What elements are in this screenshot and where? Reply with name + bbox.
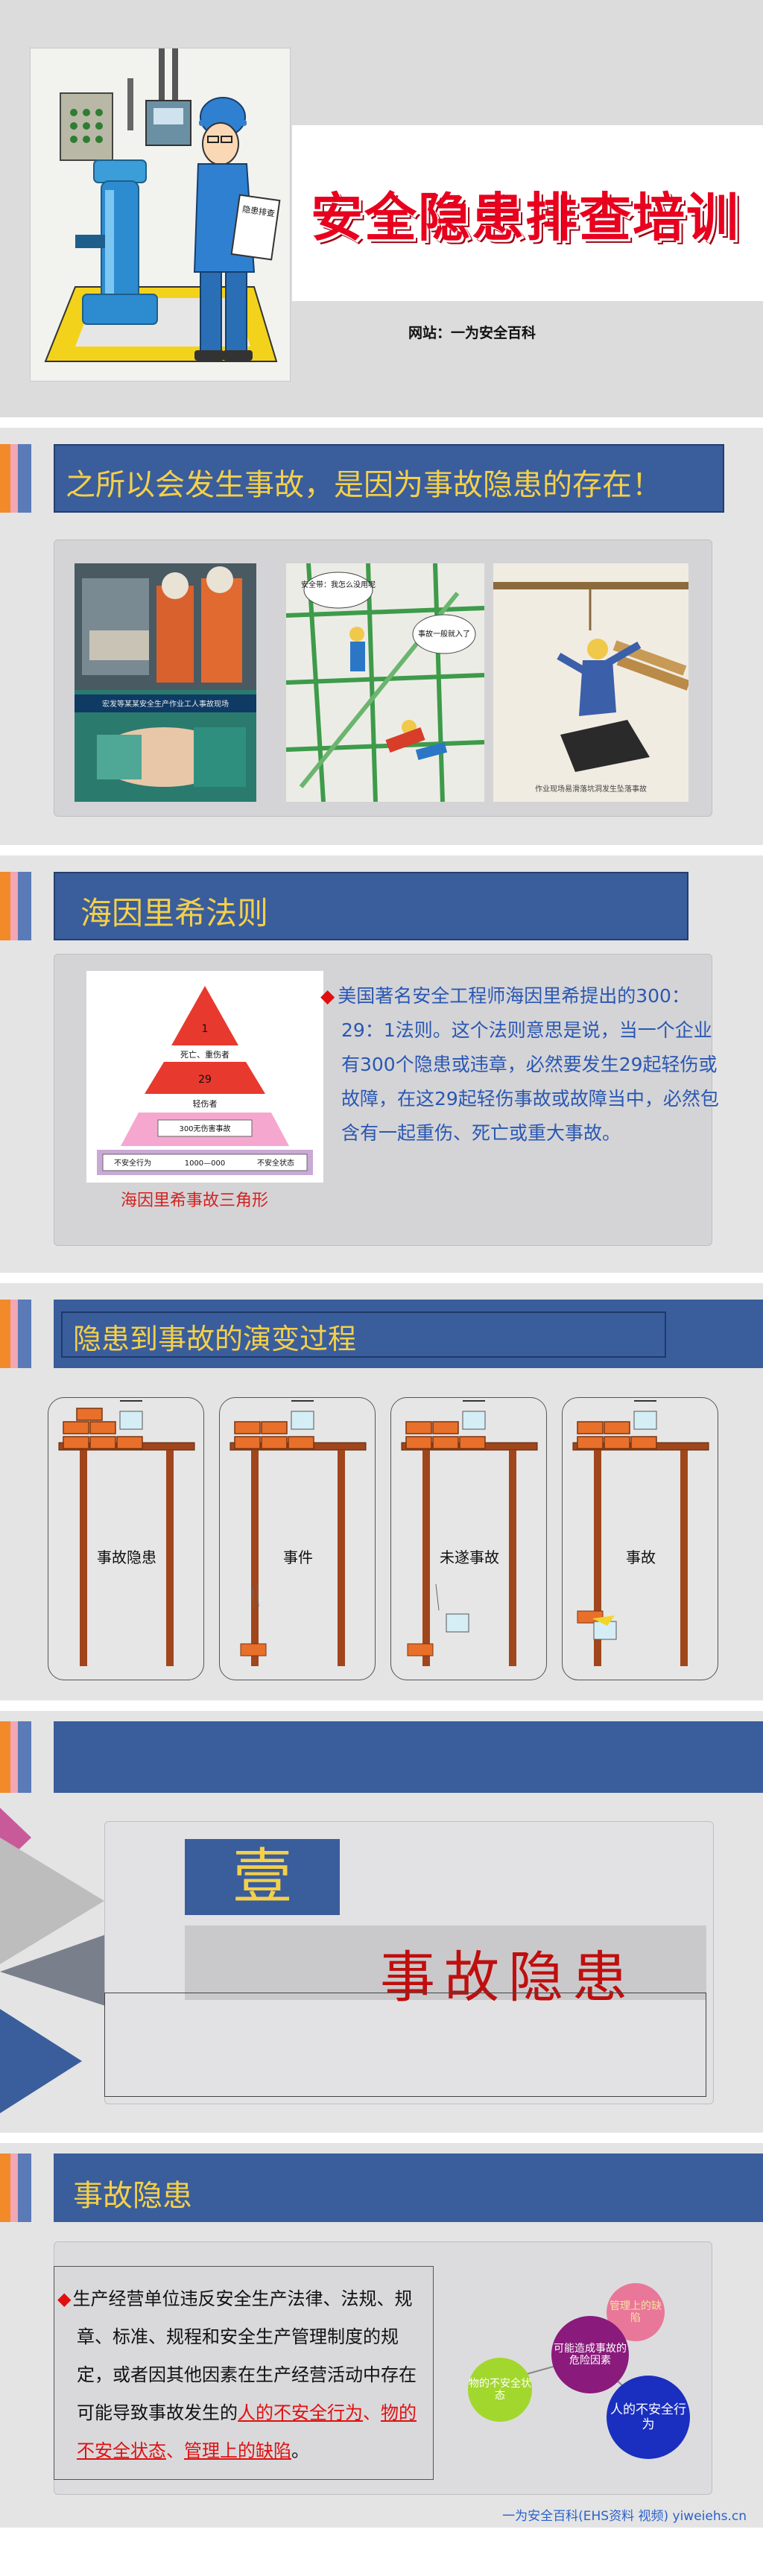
header-title: 之所以会发生事故，是因为事故隐患的存在！ [66, 468, 662, 502]
stage-label: 事故隐患 [97, 1548, 156, 1566]
pyramid-level2-number: 29 [198, 1074, 212, 1086]
section-one-slide: 壹 事故隐患 [0, 1711, 763, 2133]
stage-card: 未遂事故 [390, 1397, 547, 1680]
bubble-risk-factor: 可能造成事故的危险因素 [551, 2316, 629, 2393]
stage-card: 事件 [219, 1397, 376, 1680]
photo-caption-right: 作业现场易滑落坑洞发生坠落事故 [535, 784, 647, 794]
slide-gap [0, 417, 763, 428]
stage-label: 事故 [626, 1548, 656, 1566]
clipboard-sign: 隐患排查 [241, 203, 276, 218]
footer-watermark: 一为安全百科(EHS资料 视频) yiweiehs.cn [502, 2509, 747, 2524]
risk-factor-diagram: 管理上的缺陷 物的不安全状态 可能造成事故的危险因素 人的不安全行为 [460, 2267, 699, 2490]
worker-pump-illustration: 隐患排查 [44, 48, 281, 362]
bullet-diamond-icon: ◆ [320, 985, 335, 1007]
slide-gap [0, 1700, 763, 1711]
slide-gap [0, 1273, 763, 1283]
header-stripes [0, 1300, 54, 1368]
section-title-bar [185, 1925, 706, 2000]
cover-illustration: 隐患排查 [30, 48, 291, 382]
stage-card: 事故隐患 [48, 1397, 204, 1680]
section-header [0, 1721, 763, 1793]
header-stripes [0, 872, 54, 940]
heinrich-law-text: ◆美国著名安全工程师海因里希提出的300：29：1法则。这个法则意思是说，当一个… [320, 979, 729, 1151]
definition-red-1: 人的不安全行为 [238, 2402, 363, 2423]
heinrich-law-body: 美国著名安全工程师海因里希提出的300：29：1法则。这个法则意思是说，当一个企… [338, 985, 719, 1144]
definition-end: 。 [291, 2440, 309, 2461]
pyramid-level4-mid: 1000—000 [185, 1159, 226, 1168]
pyramid-level4-right: 不安全状态 [257, 1158, 294, 1168]
cover-website: 网站：一为安全百科 [408, 325, 536, 341]
bullet-diamond-icon: ◆ [57, 2288, 72, 2309]
pyramid-diagram: 1 死亡、重伤者 29 轻伤者 300无伤害事故 不安全行为 1000—000 … [86, 971, 323, 1183]
speech-bubble-2: 事故一般就入了 [418, 629, 470, 639]
definition-box: ◆生产经营单位违反安全生产法律、法规、规章、标准、规程和安全生产管理制度的规定，… [54, 2266, 434, 2480]
title-banner [292, 125, 763, 301]
header-stripes [0, 444, 54, 513]
slide-gap [0, 845, 763, 855]
slide-gap [0, 2133, 763, 2143]
definition-red-2: 物的不安全状态 [77, 2402, 417, 2461]
section-header: 之所以会发生事故，是因为事故隐患的存在！ [0, 444, 763, 513]
scaffold-fall-illustration: 安全带：我怎么没用呢 事故一般就入了 [286, 563, 484, 802]
bubble-unsafe-state: 物的不安全状态 [468, 2358, 532, 2422]
heinrich-law-slide: 海因里希法则 1 死亡、重伤者 29 轻伤者 300无伤害事故 不安全行为 10… [0, 855, 763, 1273]
definition-sep-2: 、 [166, 2440, 184, 2461]
pyramid-top-number: 1 [202, 1023, 209, 1035]
cover-slide: 隐患排查 安全隐患排查培训 网站：一为安全百科 [0, 0, 763, 417]
stage-label: 未遂事故 [440, 1548, 499, 1566]
hole-fall-illustration: 作业现场易滑落坑洞发生坠落事故 [493, 563, 688, 802]
header-bar [54, 1721, 763, 1793]
definition-sep-1: 、 [363, 2402, 381, 2423]
pyramid-level1-label: 死亡、重伤者 [180, 1049, 229, 1060]
hazard-definition-slide: 事故隐患 ◆生产经营单位违反安全生产法律、法规、规章、标准、规程和安全生产管理制… [0, 2143, 763, 2528]
section-number: 壹 [185, 1839, 340, 1915]
header-box [54, 872, 688, 940]
pyramid-level2-label: 轻伤者 [193, 1098, 218, 1109]
stage-label: 事件 [283, 1548, 313, 1566]
pyramid-caption: 海因里希事故三角形 [121, 1192, 269, 1210]
header-stripes [0, 2153, 54, 2222]
accident-cause-slide: 之所以会发生事故，是因为事故隐患的存在！ 宏发等某某安全生产作业工人事故现场 [0, 428, 763, 845]
definition-text: ◆生产经营单位违反安全生产法律、法规、规章、标准、规程和安全生产管理制度的规定，… [57, 2280, 427, 2470]
stage-card: 事故 [562, 1397, 718, 1680]
header-box [54, 444, 724, 513]
pyramid-level3-label: 300无伤害事故 [179, 1124, 230, 1133]
evolution-process-slide: 隐患到事故的演变过程 事故隐患 事件 [0, 1283, 763, 1700]
section-frame [104, 1993, 706, 2097]
speech-bubble-1: 安全带：我怎么没用呢 [301, 580, 376, 589]
definition-plain: 生产经营单位违反安全生产法律、法规、规章、标准、规程和安全生产管理制度的规定，或… [72, 2288, 417, 2423]
header-title: 事故隐患 [73, 2179, 192, 2213]
header-title: 海因里希法则 [80, 895, 269, 931]
cover-title: 安全隐患排查培训 [311, 187, 740, 248]
photo-caption-left: 宏发等某某安全生产作业工人事故现场 [102, 699, 229, 709]
pyramid-level4-left: 不安全行为 [114, 1158, 151, 1168]
header-title: 隐患到事故的演变过程 [73, 1323, 357, 1355]
section-title: 事故隐患 [380, 1946, 636, 2010]
header-stripes [0, 1721, 54, 1793]
section-header: 海因里希法则 [0, 872, 763, 940]
section-header: 事故隐患 [0, 2153, 763, 2222]
decorative-triangles [0, 1808, 138, 2113]
definition-red-3: 管理上的缺陷 [184, 2440, 291, 2461]
section-header: 隐患到事故的演变过程 [0, 1300, 763, 1368]
accident-photos-left: 宏发等某某安全生产作业工人事故现场 [75, 563, 256, 802]
bubble-unsafe-behavior: 人的不安全行为 [607, 2376, 690, 2459]
header-bar [54, 2153, 763, 2222]
header-box [61, 1311, 666, 1358]
